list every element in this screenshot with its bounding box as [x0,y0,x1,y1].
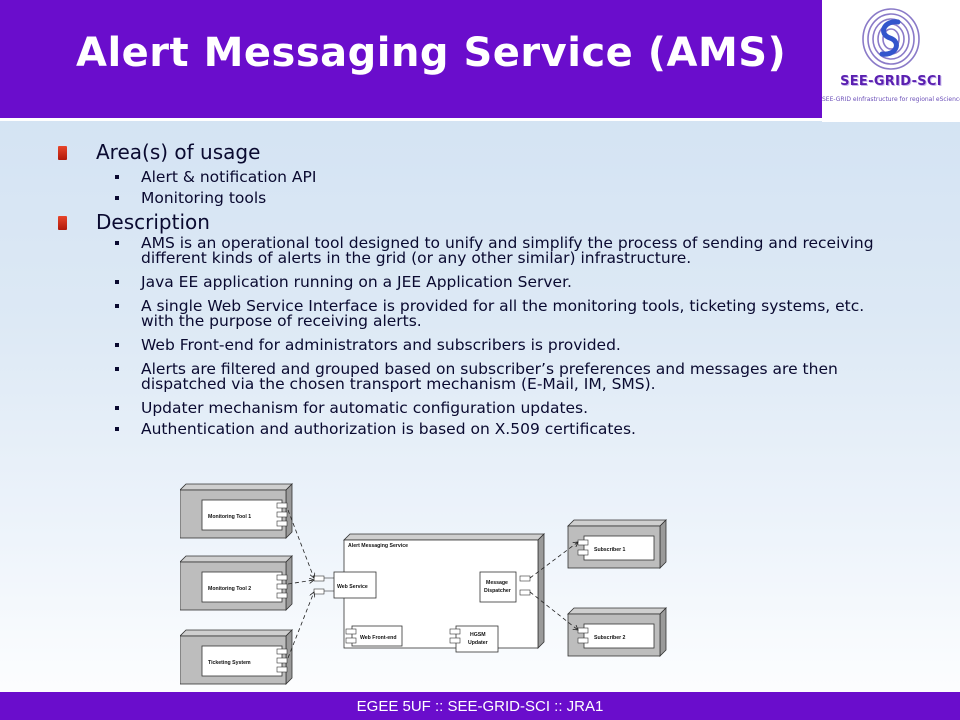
monitoring-tool-1-label: Monitoring Tool 1 [208,514,251,520]
subscriber-2-node: Subscriber 2 [567,607,667,657]
list-item: Web Front-end for administrators and sub… [58,337,878,353]
hgsm-updater-component: HGSM Updater [449,625,499,653]
web-service-label: Web Service [337,584,368,590]
square-bullet-icon [115,280,119,284]
arrow-dispatcher-subscriber1 [529,542,578,579]
list-item: Alert & notification API [58,169,878,185]
list-item: Alerts are filtered and grouped based on… [58,361,878,392]
list-item: Monitoring tools [58,190,878,206]
arrow-tool1-webservice [287,509,314,578]
hgsm-updater-label: Updater [468,640,488,646]
message-dispatcher-component: Message Dispatcher [479,571,531,603]
square-bullet-icon [115,175,119,179]
monitoring-tool-1-node: Monitoring Tool 1 [180,483,293,539]
subscriber-1-label: Subscriber 1 [594,547,626,553]
list-item: Updater mechanism for automatic configur… [58,400,878,416]
bullet-icon [58,216,67,230]
logo-tagline: SEE-GRID eInfrastructure for regional eS… [822,96,960,103]
hgsm-updater-label: HGSM [470,632,486,638]
monitoring-tool-2-node: Monitoring Tool 2 [180,555,293,611]
square-bullet-icon [115,427,119,431]
subscriber-1-node: Subscriber 1 [567,519,667,569]
square-bullet-icon [115,196,119,200]
section-heading: Description [96,210,210,234]
slide-title: Alert Messaging Service (AMS) [76,30,787,76]
ams-container-node: Alert Messaging Service Web Service Mess… [313,533,545,653]
arrow-tool2-webservice [287,580,314,585]
square-bullet-icon [115,343,119,347]
subscriber-2-label: Subscriber 2 [594,635,626,641]
section-heading: Area(s) of usage [96,140,261,164]
square-bullet-icon [115,241,119,245]
section-usage: Area(s) of usage [58,140,878,164]
logo-name: SEE-GRID-SCI [840,74,942,89]
list-item: Java EE application running on a JEE App… [58,274,878,290]
section-description: Description [58,210,878,234]
list-item: Authentication and authorization is base… [58,421,878,437]
web-service-component: Web Service [313,571,377,599]
square-bullet-icon [115,406,119,410]
arrow-ticketing-webservice [287,592,314,659]
ticketing-system-node: Ticketing System [180,629,293,685]
monitoring-tool-2-label: Monitoring Tool 2 [208,586,251,592]
footer-text: EGEE 5UF :: SEE-GRID-SCI :: JRA1 [356,698,604,715]
square-bullet-icon [115,304,119,308]
see-grid-sci-logo: SEE-GRID-SCI SEE-GRID eInfrastructure fo… [822,0,960,122]
list-item: A single Web Service Interface is provid… [58,298,878,329]
header-bar: Alert Messaging Service (AMS) [0,0,822,121]
arrow-dispatcher-subscriber2 [529,591,578,630]
bullet-icon [58,146,67,160]
web-frontend-label: Web Front-end [360,635,397,641]
slide-content: Area(s) of usage Alert & notification AP… [58,140,878,443]
square-bullet-icon [115,367,119,371]
architecture-diagram: Monitoring Tool 1 Monitoring Tool 2 Tick… [180,483,667,685]
fingerprint-swirl-icon [862,8,920,70]
message-dispatcher-label: Message [486,580,508,586]
list-item: AMS is an operational tool designed to u… [58,235,878,266]
web-frontend-component: Web Front-end [345,625,403,647]
ams-container-label: Alert Messaging Service [348,543,408,549]
message-dispatcher-label: Dispatcher [484,588,511,594]
footer-bar: EGEE 5UF :: SEE-GRID-SCI :: JRA1 [0,692,960,720]
ticketing-system-label: Ticketing System [208,660,251,666]
